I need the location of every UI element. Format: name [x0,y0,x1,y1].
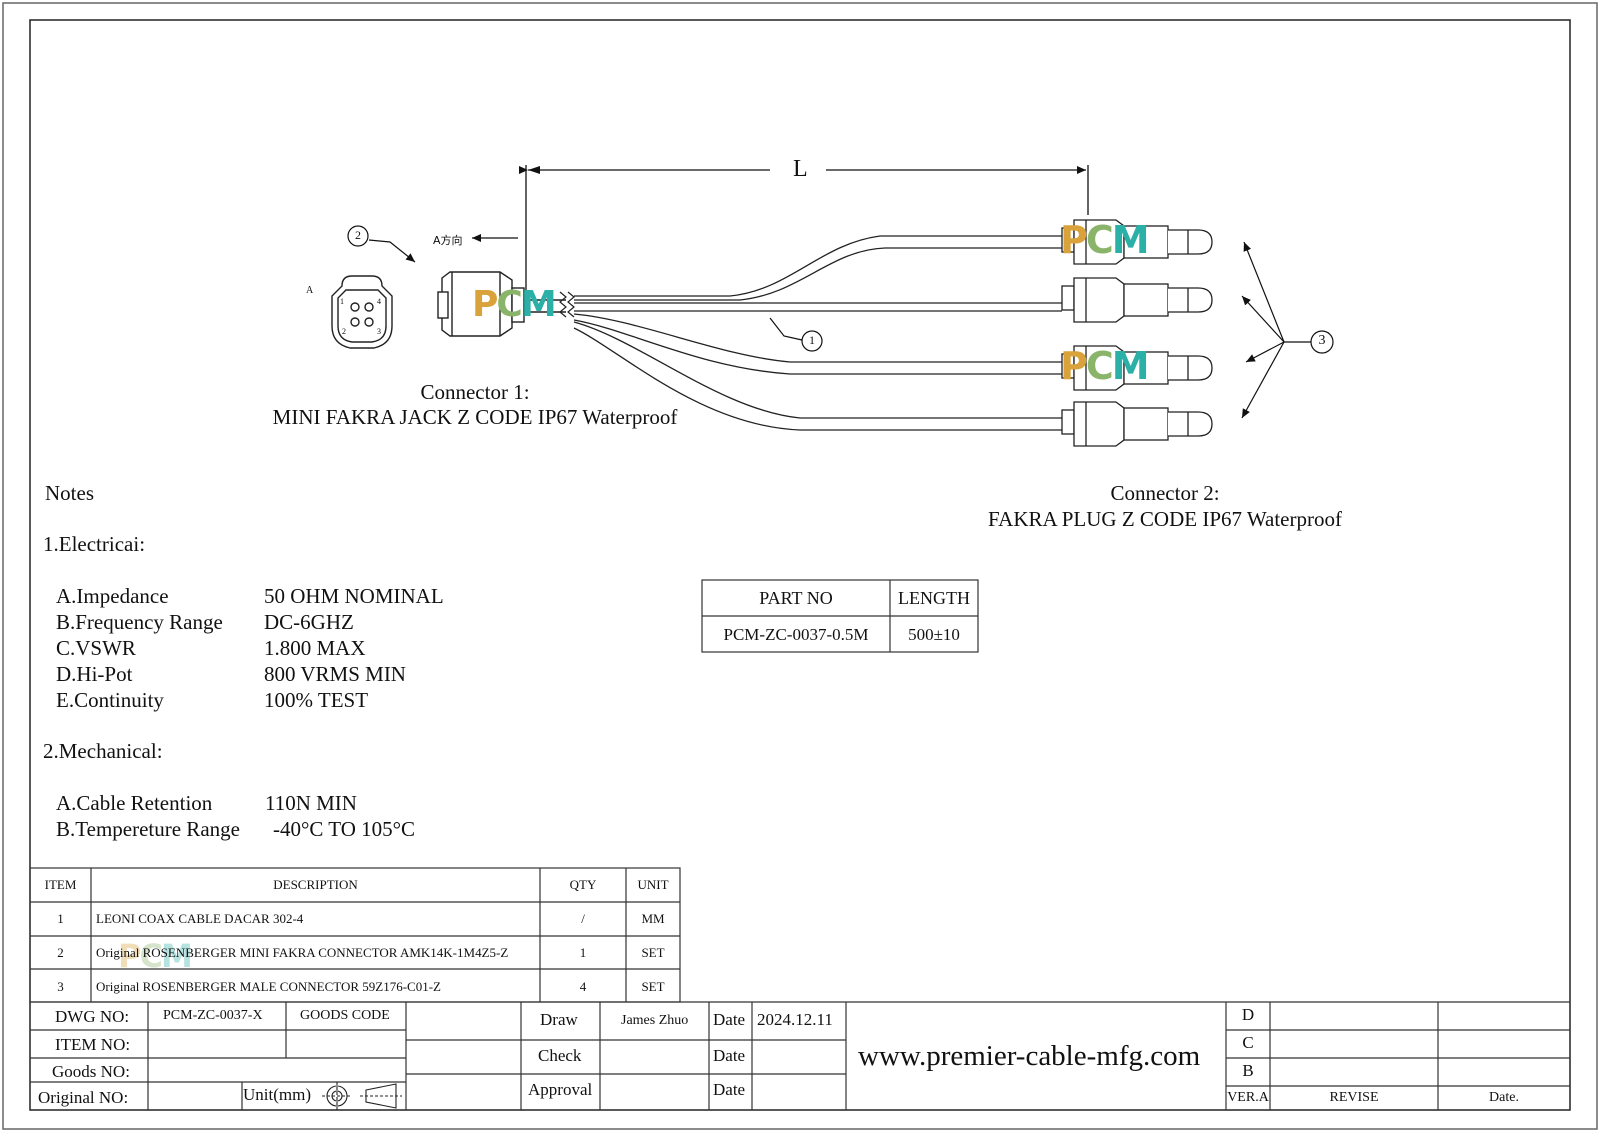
bom-cell: Original ROSENBERGER MALE CONNECTOR 59Z1… [96,979,441,994]
view-label: A [306,285,314,296]
connector-1-description: MINI FAKRA JACK Z CODE IP67 Waterproof [272,405,678,429]
bom-header: DESCRIPTION [273,877,358,892]
mechanical-heading: 2.Mechanical: [43,739,163,763]
dwg-no-label: DWG NO: [55,1007,130,1026]
ver-label: VER.A [1227,1090,1269,1105]
connector-2-group [1061,219,1213,447]
cable-break-marks [559,291,575,318]
projection-symbol-icon [322,1082,402,1110]
goods-code-label: GOODS CODE [300,1008,390,1023]
bom-cell: 1 [57,911,64,926]
check-label: Check [538,1046,582,1065]
spec-label: D.Hi-Pot [56,662,133,686]
rev-letter: C [1242,1033,1254,1052]
direction-label: A方向 [433,234,463,247]
bom-cell: LEONI COAX CABLE DACAR 302-4 [96,911,304,926]
spec-value: 1.800 MAX [264,636,366,660]
spec-label: A.Impedance [56,584,169,608]
cable-bundle [573,235,1062,431]
notes-title: Notes [45,481,94,505]
connector-2-description: FAKRA PLUG Z CODE IP67 Waterproof [988,507,1342,531]
spec-value: DC-6GHZ [264,610,354,634]
pin-number-4: 4 [377,297,381,306]
rev-date-label: Date. [1489,1090,1519,1105]
balloon-1-leader [769,317,823,352]
part-table-header: LENGTH [898,588,970,608]
draw-label: Draw [540,1010,578,1029]
date-label: Date [713,1010,746,1029]
fakra-plug-2 [1061,277,1213,323]
pcm-watermark-logo: PCM [1060,344,1150,388]
bom-cell: 4 [579,979,587,994]
balloon-1-number: 1 [809,333,815,347]
spec-label: C.VSWR [56,636,136,660]
connector-1-title: Connector 1: [420,380,530,404]
fakra-plug-4 [1061,401,1213,447]
unit-label: Unit(mm) [243,1085,311,1104]
balloon-2-leader [347,225,416,263]
connector-2-title: Connector 2: [1110,481,1220,505]
pcm-watermark-logo: PCM [472,284,557,325]
bom-header: ITEM [44,877,77,892]
pin-number-3: 3 [377,327,381,336]
pcm-watermark-logo: PCM [118,937,193,975]
bom-cell: MM [641,911,665,926]
rev-letter: D [1241,1005,1255,1024]
date-value: 2024.12.11 [757,1010,833,1029]
length-value: 500±10 [908,625,960,644]
balloon-3-number: 3 [1318,333,1326,348]
bom-cell: 2 [57,945,64,960]
electrical-heading: 1.Electricai: [43,532,146,556]
pcm-watermark-logo: PCM [1060,218,1150,262]
bom-cell: SET [641,945,665,960]
approval-label: Approval [528,1080,593,1099]
spec-label: B.Tempereture Range [56,817,240,841]
bom-header: UNIT [637,877,669,892]
bom-cell: Original ROSENBERGER MINI FAKRA CONNECTO… [96,945,509,960]
dimension-l-label: L [793,156,808,182]
balloon-3-leader [1241,241,1334,419]
item-no-label: ITEM NO: [55,1035,131,1054]
spec-label: B.Frequency Range [56,610,223,634]
title-block-grid [30,1001,1570,1110]
bom-cell: 1 [579,945,587,960]
inner-border [29,19,1571,1111]
spec-label: A.Cable Retention [56,791,213,815]
part-number-value: PCM-ZC-0037-0.5M [723,625,869,644]
date-label: Date [713,1046,746,1065]
bom-cell: 3 [57,979,64,994]
revise-label: REVISE [1329,1090,1379,1105]
pin-number-1: 1 [340,297,344,306]
connector-1-body [437,271,566,337]
bom-header: QTY [569,877,597,892]
bom-cell: / [581,911,585,926]
pin-number-2: 2 [342,327,346,336]
dwg-no-value: PCM-ZC-0037-X [163,1008,263,1023]
spec-value: -40°C TO 105°C [273,817,416,841]
goods-no-label: Goods NO: [52,1062,130,1081]
fakra-plug-1 [1061,219,1213,265]
spec-value: 110N MIN [265,791,357,815]
spec-label: E.Continuity [56,688,164,712]
original-no-label: Original NO: [38,1088,129,1107]
dimension-l [519,165,1089,305]
part-table-grid [701,579,979,653]
company-website: www.premier-cable-mfg.com [858,1040,1201,1072]
spec-value: 800 VRMS MIN [264,662,406,686]
bom-cell: SET [641,979,665,994]
balloon-2-number: 2 [355,228,361,242]
part-table-header: PART NO [759,588,833,608]
spec-value: 50 OHM NOMINAL [264,584,444,608]
connector-a-face-view [331,275,393,349]
spec-value: 100% TEST [264,688,369,712]
rev-letter: B [1242,1061,1254,1080]
fakra-plug-3 [1061,345,1213,391]
bom-table-grid [29,867,681,1003]
draw-name: James Zhuo [621,1013,689,1028]
date-label: Date [713,1080,746,1099]
